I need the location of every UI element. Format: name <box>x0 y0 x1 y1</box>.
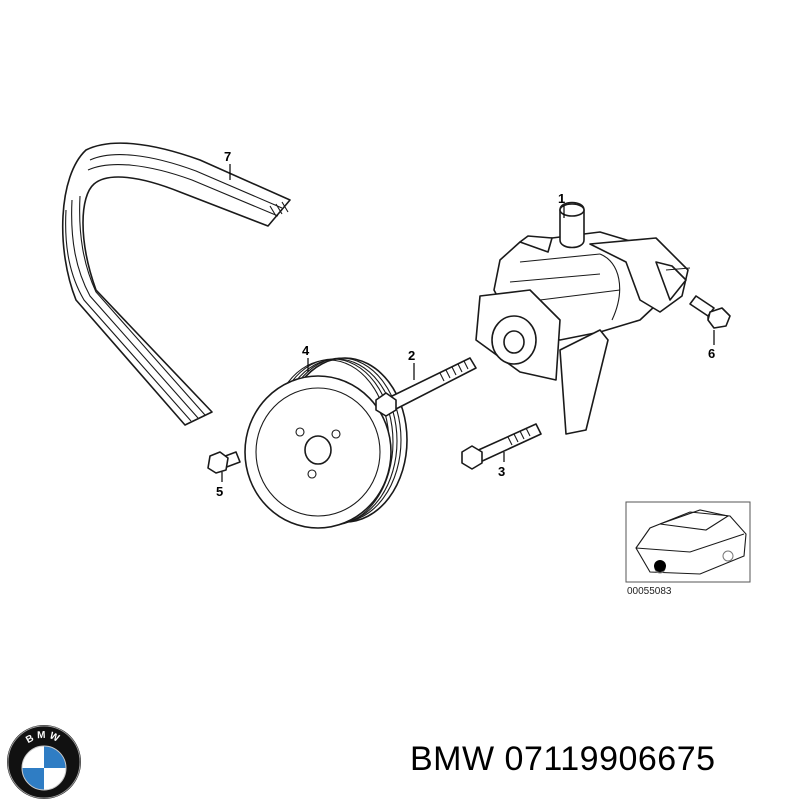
screw-part-5 <box>207 451 241 474</box>
callout-label-2: 2 <box>408 348 415 363</box>
callout-5: 5 <box>216 472 223 499</box>
svg-text:BMW: BMW <box>24 730 63 746</box>
part-caption: BMW 07119906675 <box>410 740 795 779</box>
callout-label-3: 3 <box>498 464 505 479</box>
callout-label-1: 1 <box>558 191 565 206</box>
belt-part-7 <box>61 142 291 426</box>
caption-part-number: 07119906675 <box>504 740 716 778</box>
caption-brand: BMW <box>410 740 495 778</box>
location-inset: 00055083 <box>625 501 751 597</box>
pump-part-1 <box>475 201 691 435</box>
location-marker <box>654 560 666 572</box>
callout-3: 3 <box>498 452 505 479</box>
bmw-logo: BMW <box>7 725 81 799</box>
logo-text: BMW <box>24 730 60 746</box>
screw-part-6 <box>689 295 731 329</box>
callout-label-7: 7 <box>224 149 231 164</box>
callout-4: 4 <box>302 343 310 372</box>
pulley-part-4 <box>244 357 408 529</box>
reference-number: 00055083 <box>627 586 672 597</box>
bolt-part-3 <box>461 423 542 470</box>
callout-1: 1 <box>558 191 565 218</box>
callout-7: 7 <box>224 149 231 180</box>
bolt-part-2 <box>375 357 477 417</box>
callout-label-6: 6 <box>708 346 715 361</box>
car-outline-icon <box>635 509 747 575</box>
callout-2: 2 <box>408 348 415 380</box>
callout-6: 6 <box>708 330 715 361</box>
callout-label-5: 5 <box>216 484 223 499</box>
callout-label-4: 4 <box>302 343 310 358</box>
